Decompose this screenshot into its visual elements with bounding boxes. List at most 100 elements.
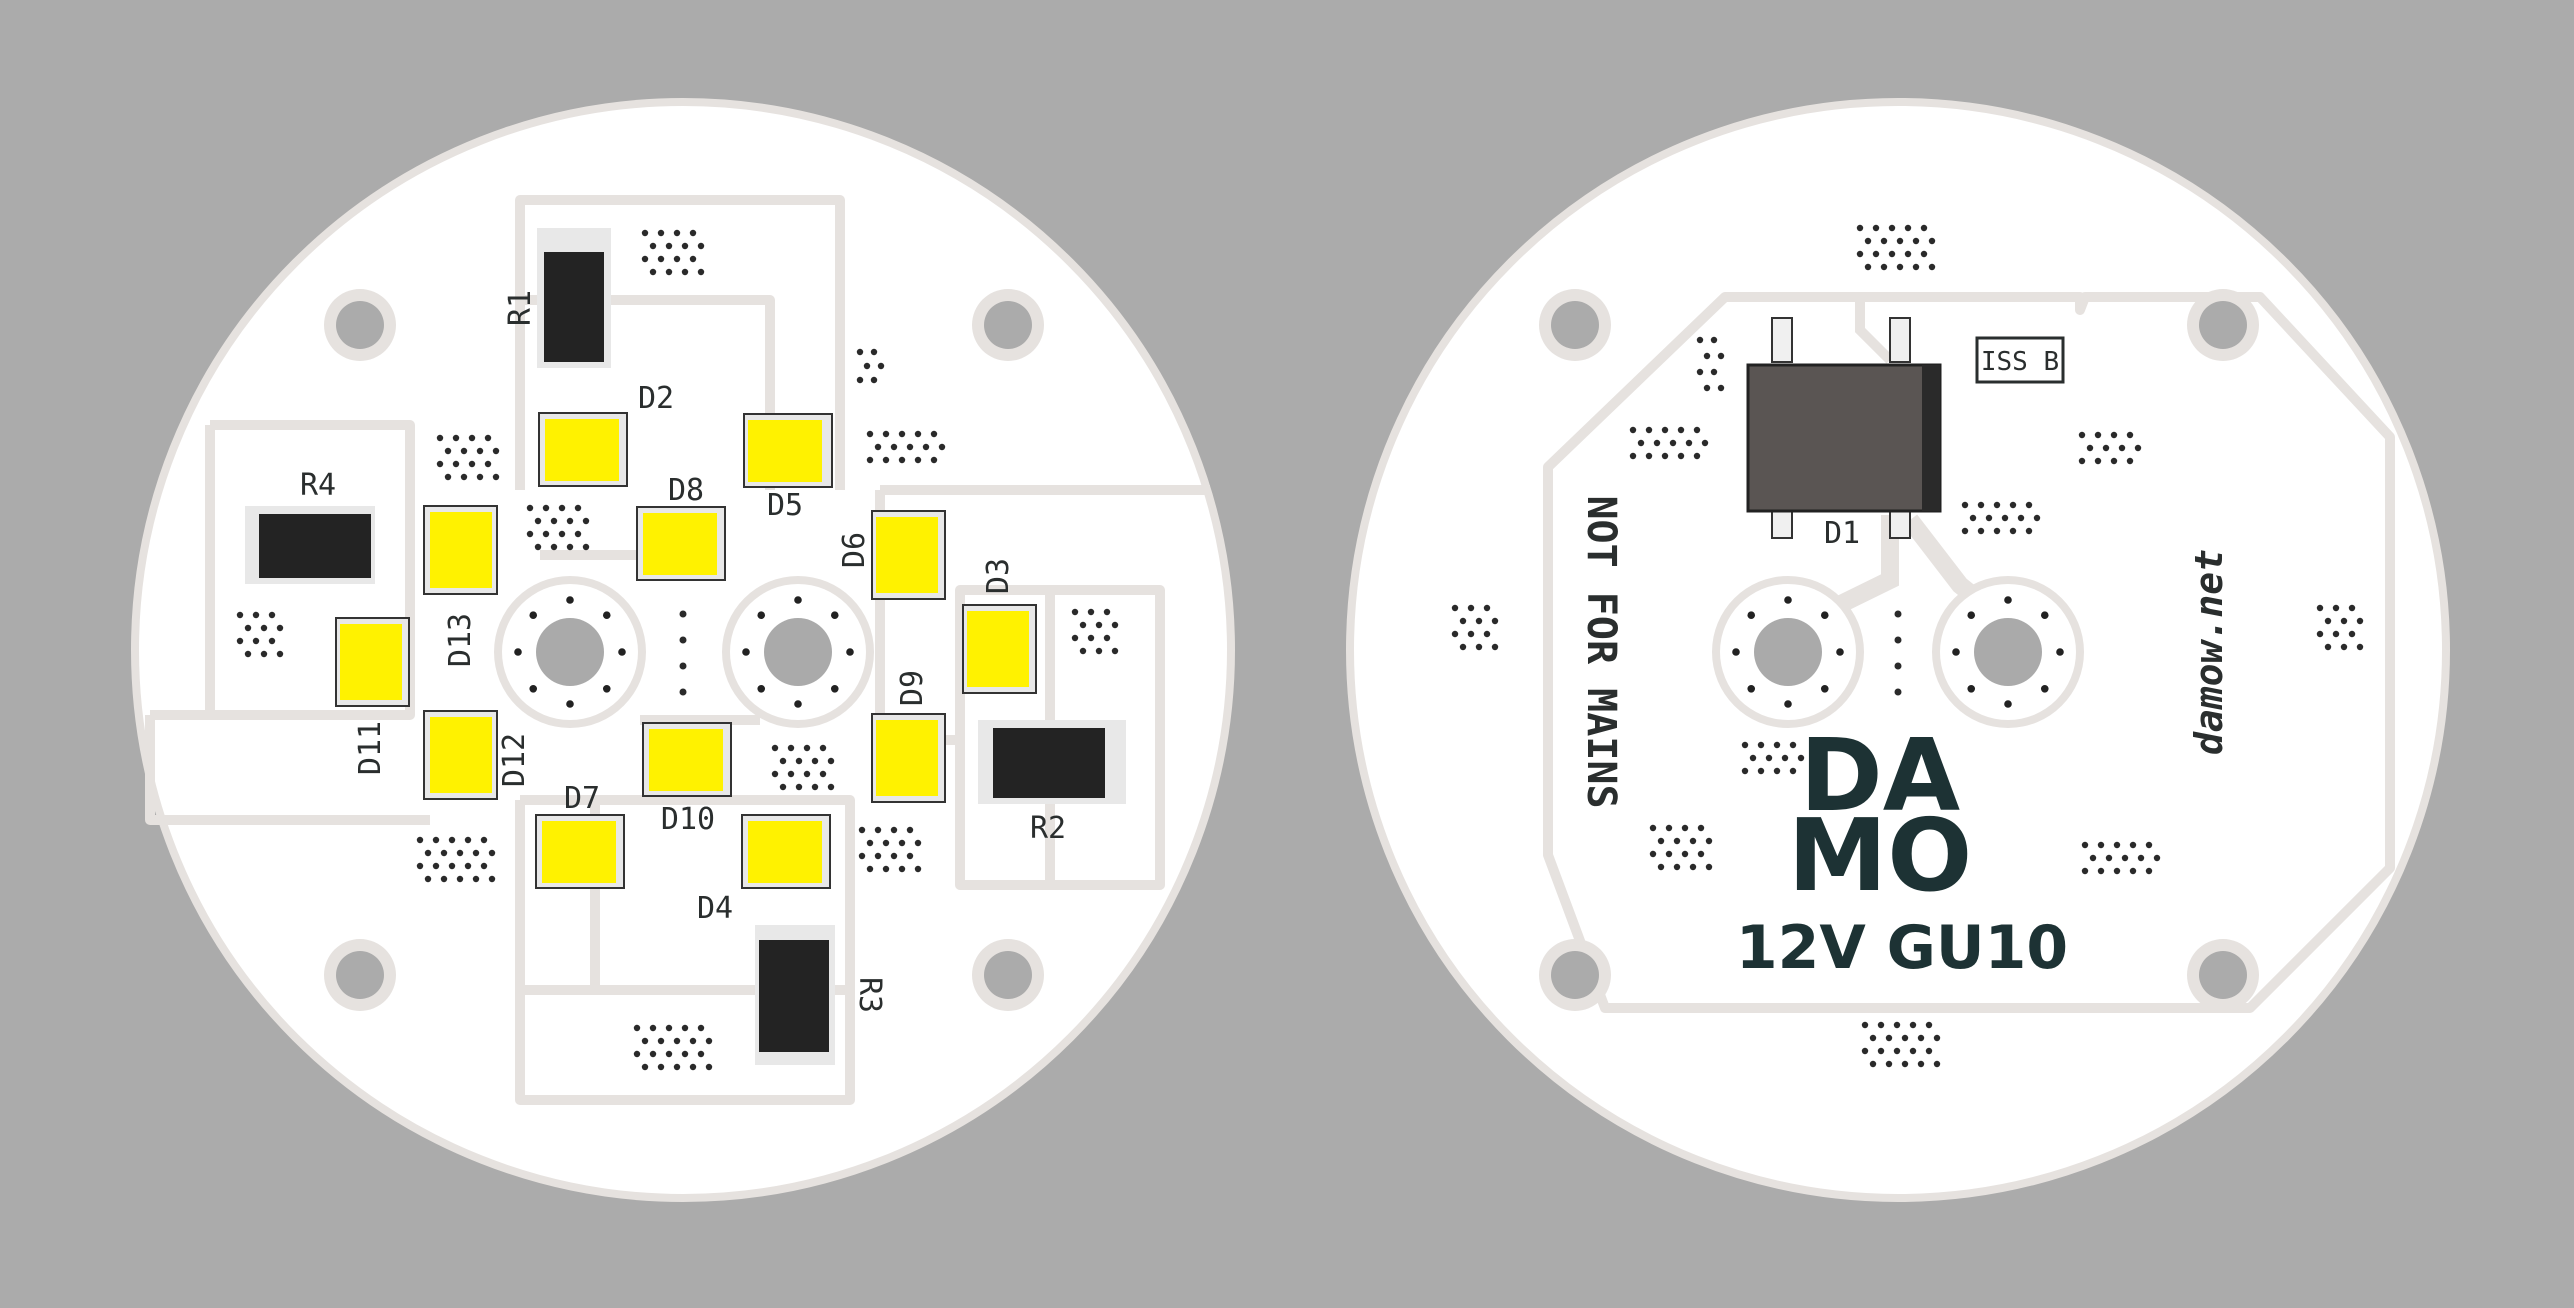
via-dot: [1703, 352, 1711, 360]
via-dot: [697, 268, 705, 276]
via-dot: [1789, 741, 1797, 749]
pad-via-dot: [1747, 684, 1756, 693]
led-d4: [741, 814, 831, 889]
via-dot: [276, 650, 284, 658]
pad-via-dot: [830, 684, 839, 693]
via-dot: [641, 255, 649, 263]
via-dot: [1894, 636, 1902, 644]
via-dot: [542, 504, 550, 512]
via-dot: [771, 770, 779, 778]
via-dot: [1689, 863, 1697, 871]
via-dot: [1977, 501, 1985, 509]
via-dot: [1649, 850, 1657, 858]
via-dot: [2094, 431, 2102, 439]
via-dot: [2356, 617, 2364, 625]
via-dot: [898, 839, 906, 847]
via-dot: [1917, 1034, 1925, 1042]
via-dot: [488, 875, 496, 883]
via-dot: [1781, 754, 1789, 762]
via-dot: [1697, 824, 1705, 832]
back-mount-hole-bottom-left: [1539, 939, 1611, 1011]
via-dot: [779, 757, 787, 765]
via-dot: [827, 757, 835, 765]
via-dot: [424, 875, 432, 883]
via-dot: [866, 839, 874, 847]
via-dot: [795, 757, 803, 765]
via-dot: [866, 865, 874, 873]
via-dot: [2110, 457, 2118, 465]
via-dot: [2113, 867, 2121, 875]
via-dot: [1757, 767, 1765, 775]
via-dot: [436, 460, 444, 468]
via-dot: [268, 611, 276, 619]
via-dot: [657, 255, 665, 263]
via-dot: [856, 376, 864, 384]
via-dot: [1869, 1034, 1877, 1042]
via-dot: [1901, 1034, 1909, 1042]
via-dot: [657, 229, 665, 237]
via-dot: [938, 443, 946, 451]
via-dot: [2025, 527, 2033, 535]
via-dot: [2121, 854, 2129, 862]
via-dot: [1901, 1060, 1909, 1068]
via-dot: [705, 1037, 713, 1045]
led-d12: [423, 710, 498, 800]
via-dot: [1773, 741, 1781, 749]
label-d10: D10: [661, 802, 715, 837]
via-dot: [657, 1037, 665, 1045]
via-dot: [827, 783, 835, 791]
back-mount-hole-top-right: [2187, 289, 2259, 361]
front-board-outline: [131, 98, 1235, 1202]
via-dot: [1459, 643, 1467, 651]
via-dot: [432, 836, 440, 844]
via-dot: [679, 688, 687, 696]
back-mount-hole-top-left: [1539, 289, 1611, 361]
via-dot: [1896, 263, 1904, 271]
via-dot: [1681, 824, 1689, 832]
via-dot: [1697, 850, 1705, 858]
via-dot: [1673, 863, 1681, 871]
resistor-r4: [245, 506, 375, 584]
via-dot: [1856, 250, 1864, 258]
via-dot: [882, 839, 890, 847]
via-dot: [440, 849, 448, 857]
front-mounting-holes: [324, 289, 1044, 1011]
via-dot: [2332, 630, 2340, 638]
via-dot: [260, 624, 268, 632]
via-dot: [2340, 643, 2348, 651]
via-dot: [1696, 336, 1704, 344]
via-dot: [930, 456, 938, 464]
pad-via-dot: [2004, 596, 2012, 604]
pad-via-dot: [2056, 648, 2064, 656]
via-dot: [1071, 634, 1079, 642]
via-dot: [665, 242, 673, 250]
via-dot: [1645, 426, 1653, 434]
via-dot: [1665, 850, 1673, 858]
via-dot: [874, 826, 882, 834]
via-dot: [679, 610, 687, 618]
via-dot: [2105, 854, 2113, 862]
via-dot: [1483, 604, 1491, 612]
via-dot: [1103, 608, 1111, 616]
via-dot: [1703, 384, 1711, 392]
via-dot: [566, 517, 574, 525]
via-dot: [566, 543, 574, 551]
via-dot: [448, 836, 456, 844]
back-trace-top: [1855, 300, 1894, 364]
via-dot: [2316, 630, 2324, 638]
via-dot: [1909, 1021, 1917, 1029]
via-dot: [689, 229, 697, 237]
via-dot: [236, 637, 244, 645]
via-dot: [2094, 457, 2102, 465]
via-dot: [1909, 1047, 1917, 1055]
via-dot: [2118, 444, 2126, 452]
product-label: 12V GU10: [1736, 913, 2068, 983]
via-dot: [2025, 501, 2033, 509]
via-dot: [432, 862, 440, 870]
via-dot: [582, 517, 590, 525]
back-board-outline: [1346, 98, 2450, 1202]
via-dot: [436, 434, 444, 442]
via-dot: [641, 1037, 649, 1045]
via-dot: [1864, 263, 1872, 271]
back-mount-hole-bottom-right: [2187, 939, 2259, 1011]
